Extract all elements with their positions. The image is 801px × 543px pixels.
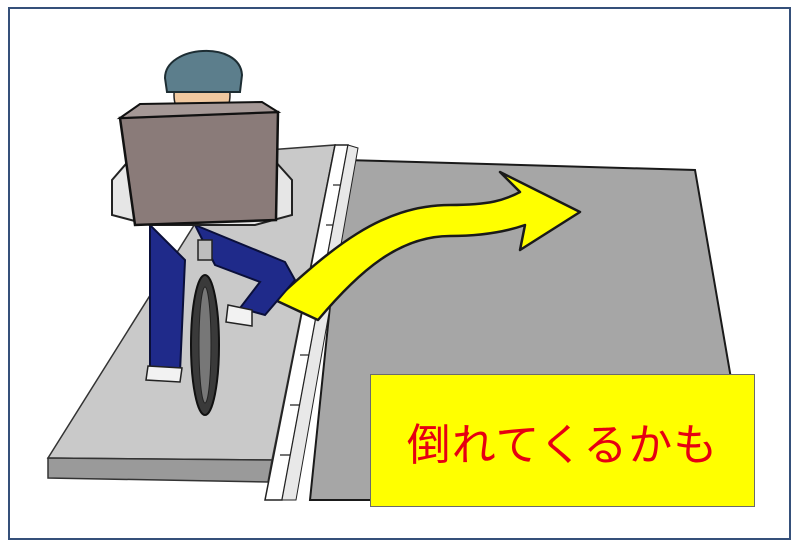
warning-text: 倒れてくるかも — [406, 419, 719, 471]
cyclist — [111, 50, 297, 416]
warning-box: 倒れてくるかも — [370, 374, 755, 507]
delivery-box — [118, 110, 280, 227]
curb — [264, 144, 359, 501]
swerve-arrow — [273, 170, 582, 322]
sidewalk-edge — [47, 457, 273, 483]
